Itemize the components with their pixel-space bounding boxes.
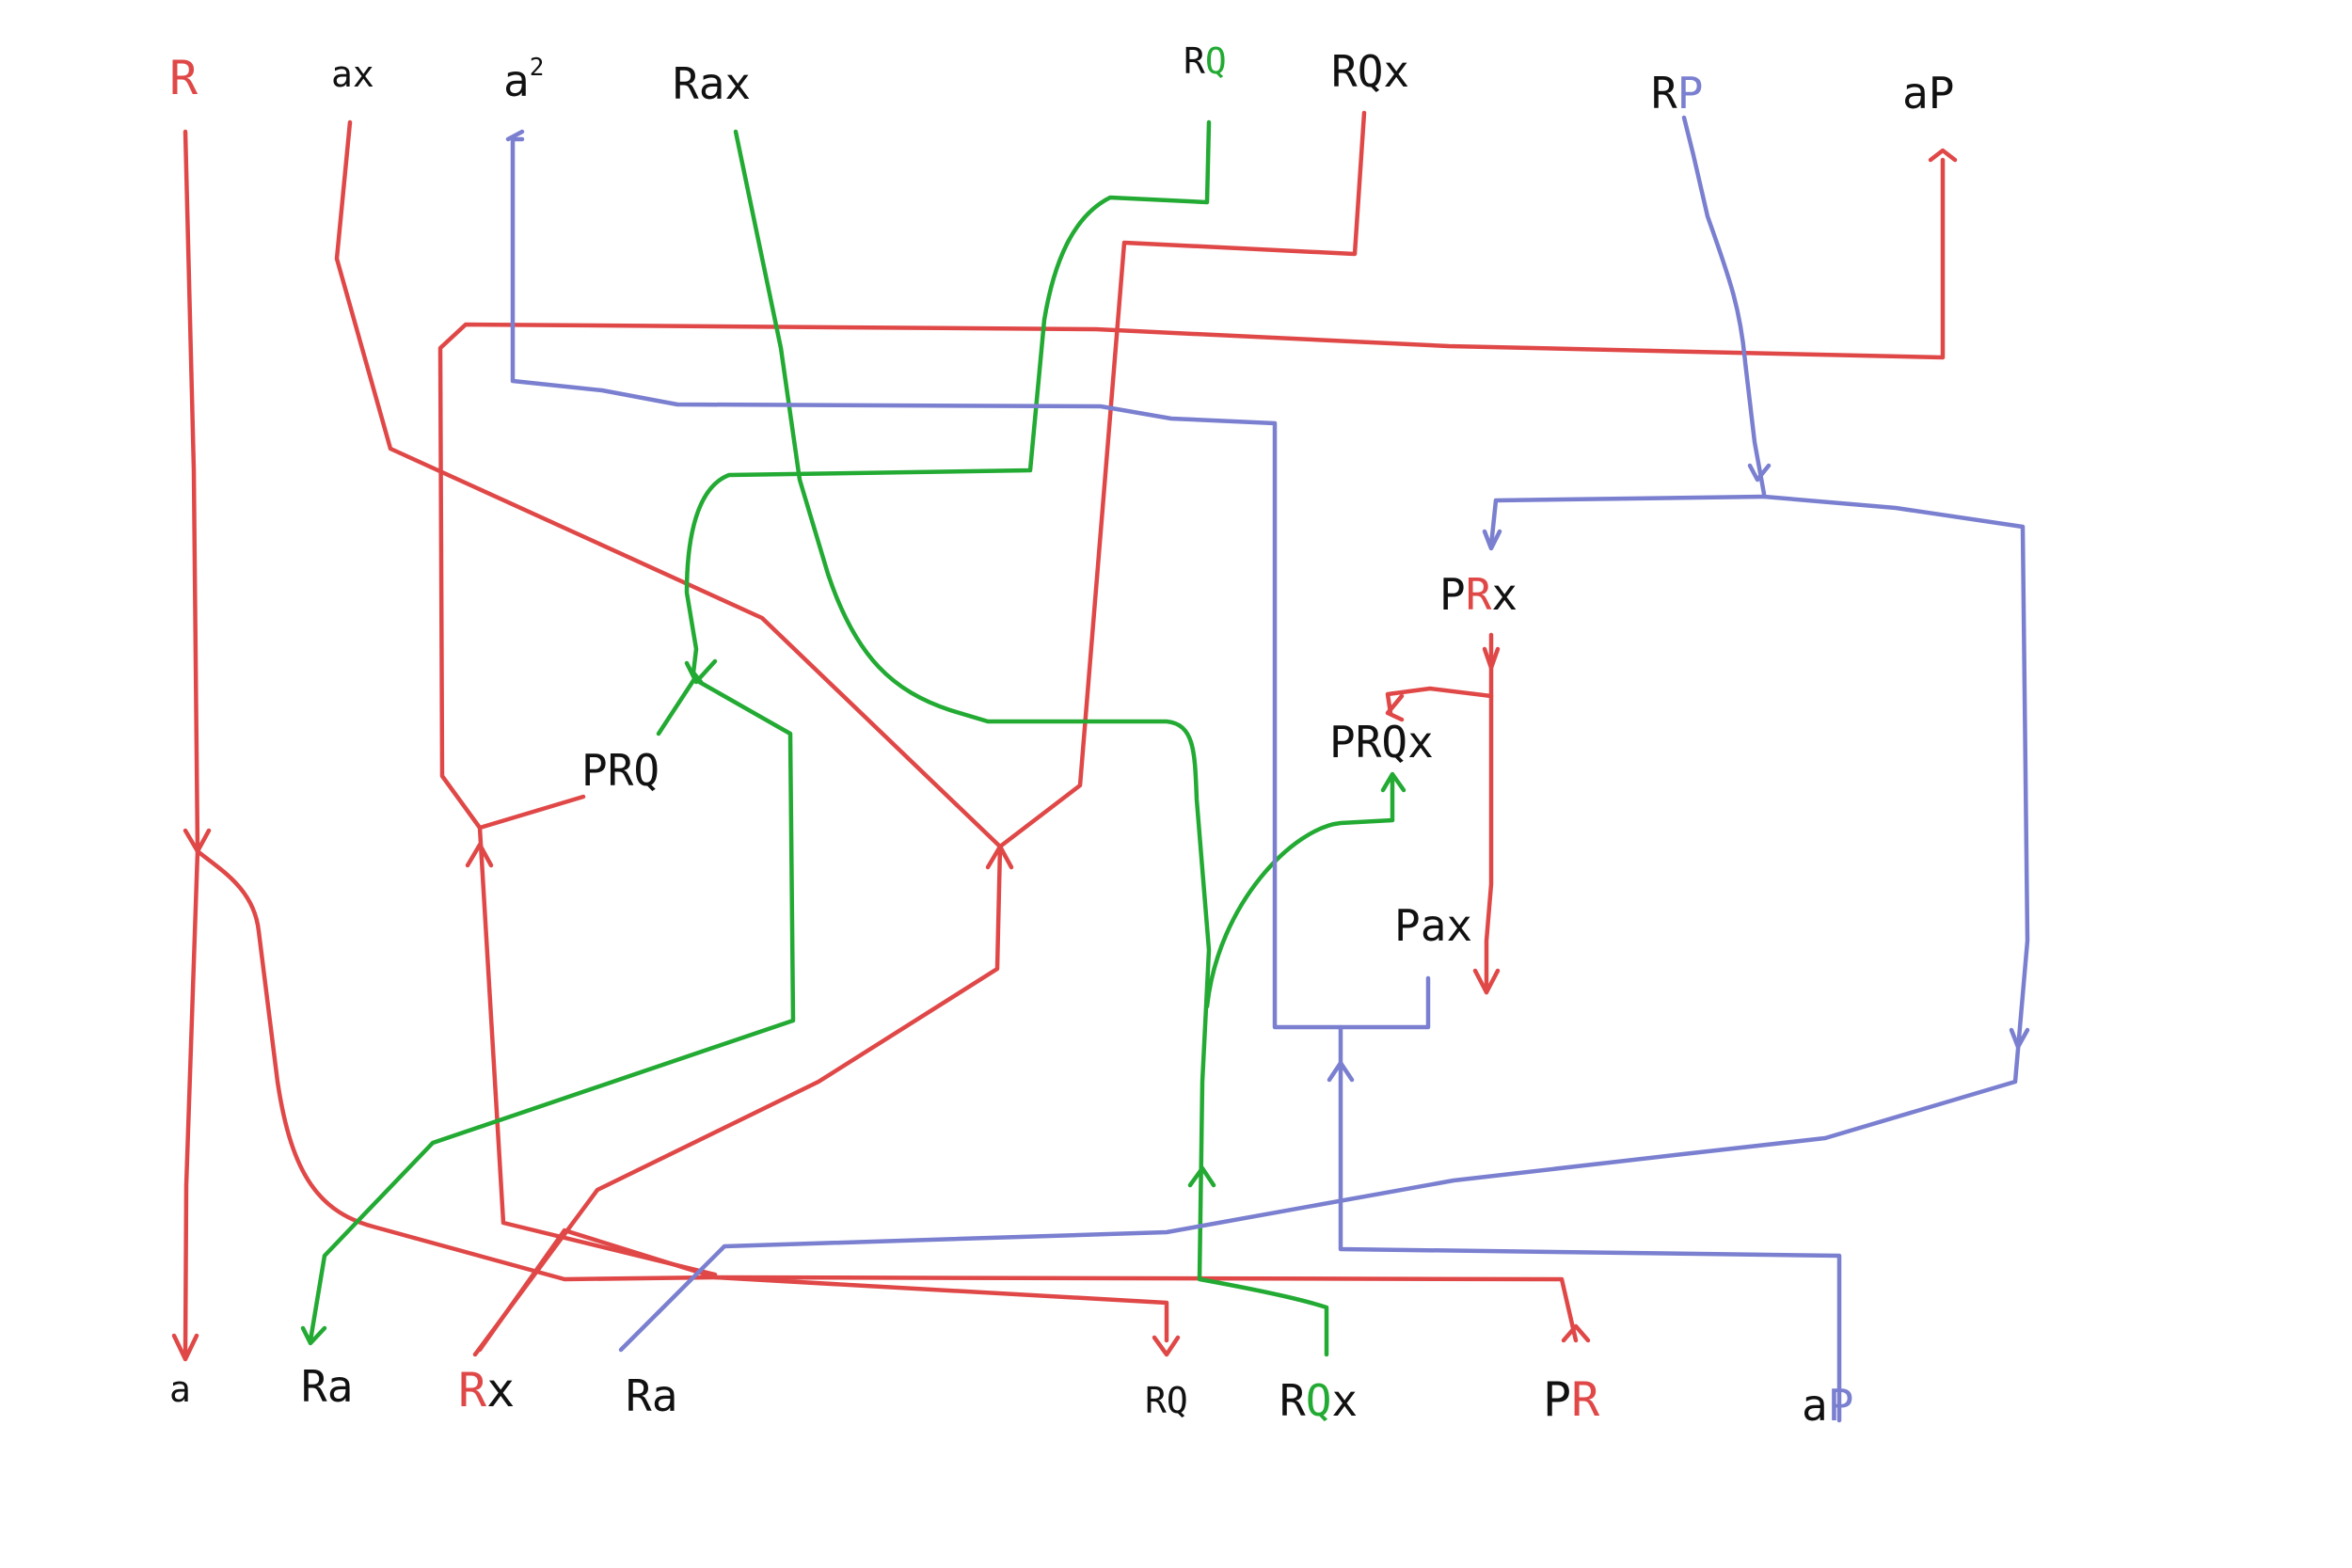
wire-aP-bottom-to-Pax — [1338, 1024, 1842, 1423]
label-bottom-RQx-x: x — [1331, 1375, 1358, 1426]
label-PRx-p: P — [1439, 569, 1466, 620]
label-bottom-Rx-x: x — [486, 1363, 515, 1418]
wire-split-to-PRx — [1488, 494, 1767, 548]
wire-ax-to-Rx — [334, 119, 1003, 1357]
label-bottom-RQ: RQ — [1145, 1380, 1188, 1421]
arrowhead-aP-up — [1928, 148, 1958, 163]
arrowhead-a-down — [171, 1333, 199, 1362]
label-top-Rax: Rax — [673, 58, 751, 109]
wire-Rax-to-RQx-bottom — [733, 129, 1329, 1357]
arrowhead-PRQx-left — [1385, 693, 1405, 722]
label-top-RQ: RQ — [1184, 40, 1227, 82]
wire-Rx-to-oP — [477, 1227, 1169, 1353]
arrowhead-right-down — [2009, 1027, 2030, 1050]
arrowhead-Rx-up — [465, 842, 494, 868]
wire-PRx-to-PRQx — [1385, 686, 1494, 716]
label-top-RQx: RQx — [1331, 46, 1409, 97]
wire-split-right — [618, 494, 2030, 1353]
blue-wires — [505, 115, 2030, 1423]
arrowhead-R-down — [183, 828, 212, 854]
label-PRQx: PRQx — [1329, 717, 1434, 768]
red-wires — [171, 110, 1958, 1362]
wire-PRQx-to-RQx — [1204, 773, 1395, 1009]
label-top-RP-p: P — [1677, 68, 1704, 119]
arrowhead-Pax-down — [1472, 968, 1501, 995]
label-top-RQ-q: Q — [1205, 40, 1227, 82]
label-Pax: Pax — [1394, 900, 1472, 951]
label-top-RP-r: R — [1651, 68, 1677, 119]
label-bottom-aP-p: P — [1828, 1380, 1854, 1431]
label-top-a2: a2 — [503, 54, 544, 106]
label-bottom-RQx-q: Q — [1306, 1375, 1332, 1426]
label-top-a2-base: a — [503, 55, 530, 106]
arrowhead-RQx-up — [1187, 1165, 1216, 1188]
arrowhead-PRx-down — [1482, 646, 1501, 671]
middle-labels: PRx PRQ PRQx Pax — [581, 569, 1518, 951]
label-PRx-x: x — [1491, 569, 1518, 620]
label-bottom-Ra-1: Ra — [301, 1361, 353, 1412]
label-PRx-r: R — [1466, 569, 1492, 620]
label-bottom-a: a — [169, 1369, 191, 1410]
arrowhead-RQ-down — [1152, 1335, 1181, 1357]
arrowhead-Ra-down — [300, 1325, 327, 1346]
label-top-aP: aP — [1902, 68, 1954, 119]
arrowhead-PRQx-up — [1380, 771, 1406, 793]
bottom-labels: a Ra Rx Ra RQ RQx PR aP — [169, 1361, 1853, 1431]
wire-R-branch-to-PR — [195, 848, 1579, 1343]
wire-aP-loop — [437, 157, 1946, 1277]
label-top-RQ-r: R — [1184, 40, 1205, 82]
top-labels: R ax a2 Rax RQ RQx RP aP — [169, 40, 1954, 119]
label-PRx: PRx — [1439, 569, 1518, 620]
label-bottom-RQx-r: R — [1279, 1375, 1306, 1426]
arrowhead-RP-down — [1747, 463, 1772, 483]
label-bottom-Ra-2: Ra — [626, 1370, 677, 1421]
label-top-RP: RP — [1651, 68, 1703, 119]
label-bottom-PR: PR — [1543, 1372, 1600, 1427]
arrowhead-a2-up — [505, 129, 525, 142]
wire-RP-to-split — [1681, 115, 1767, 497]
green-wires — [300, 119, 1406, 1357]
wire-RQx-to-junction — [997, 110, 1367, 849]
label-bottom-PR-p: P — [1543, 1372, 1571, 1427]
wire-PRx-to-Pax — [1484, 632, 1494, 995]
label-bottom-aP-a: a — [1802, 1380, 1828, 1431]
wire-R-to-a — [183, 129, 200, 1357]
wire-PRQ-to-Ra — [308, 676, 796, 1343]
label-PRQ: PRQ — [581, 745, 660, 796]
wire-a2-to-Pax — [510, 136, 1431, 1030]
arrowhead-junction-up — [985, 844, 1014, 870]
label-bottom-Rx-r: R — [458, 1363, 487, 1418]
arrowhead-PR-up — [1561, 1323, 1591, 1343]
label-bottom-aP: aP — [1802, 1380, 1853, 1431]
label-top-a2-exp: 2 — [530, 54, 545, 82]
arrowhead-PRQ-down — [684, 658, 718, 685]
arrowhead-PRx-down — [1482, 529, 1502, 551]
label-bottom-PR-r: R — [1571, 1372, 1600, 1427]
label-bottom-RQx: RQx — [1279, 1375, 1358, 1426]
label-top-R: R — [169, 51, 199, 105]
label-bottom-Rx: Rx — [458, 1363, 515, 1418]
wire-RQ-to-PRQ — [684, 119, 1212, 685]
arrowhead-Pax-up — [1327, 1060, 1355, 1083]
label-top-ax: ax — [331, 54, 374, 95]
wire-PRQ-to-junction — [477, 794, 586, 831]
